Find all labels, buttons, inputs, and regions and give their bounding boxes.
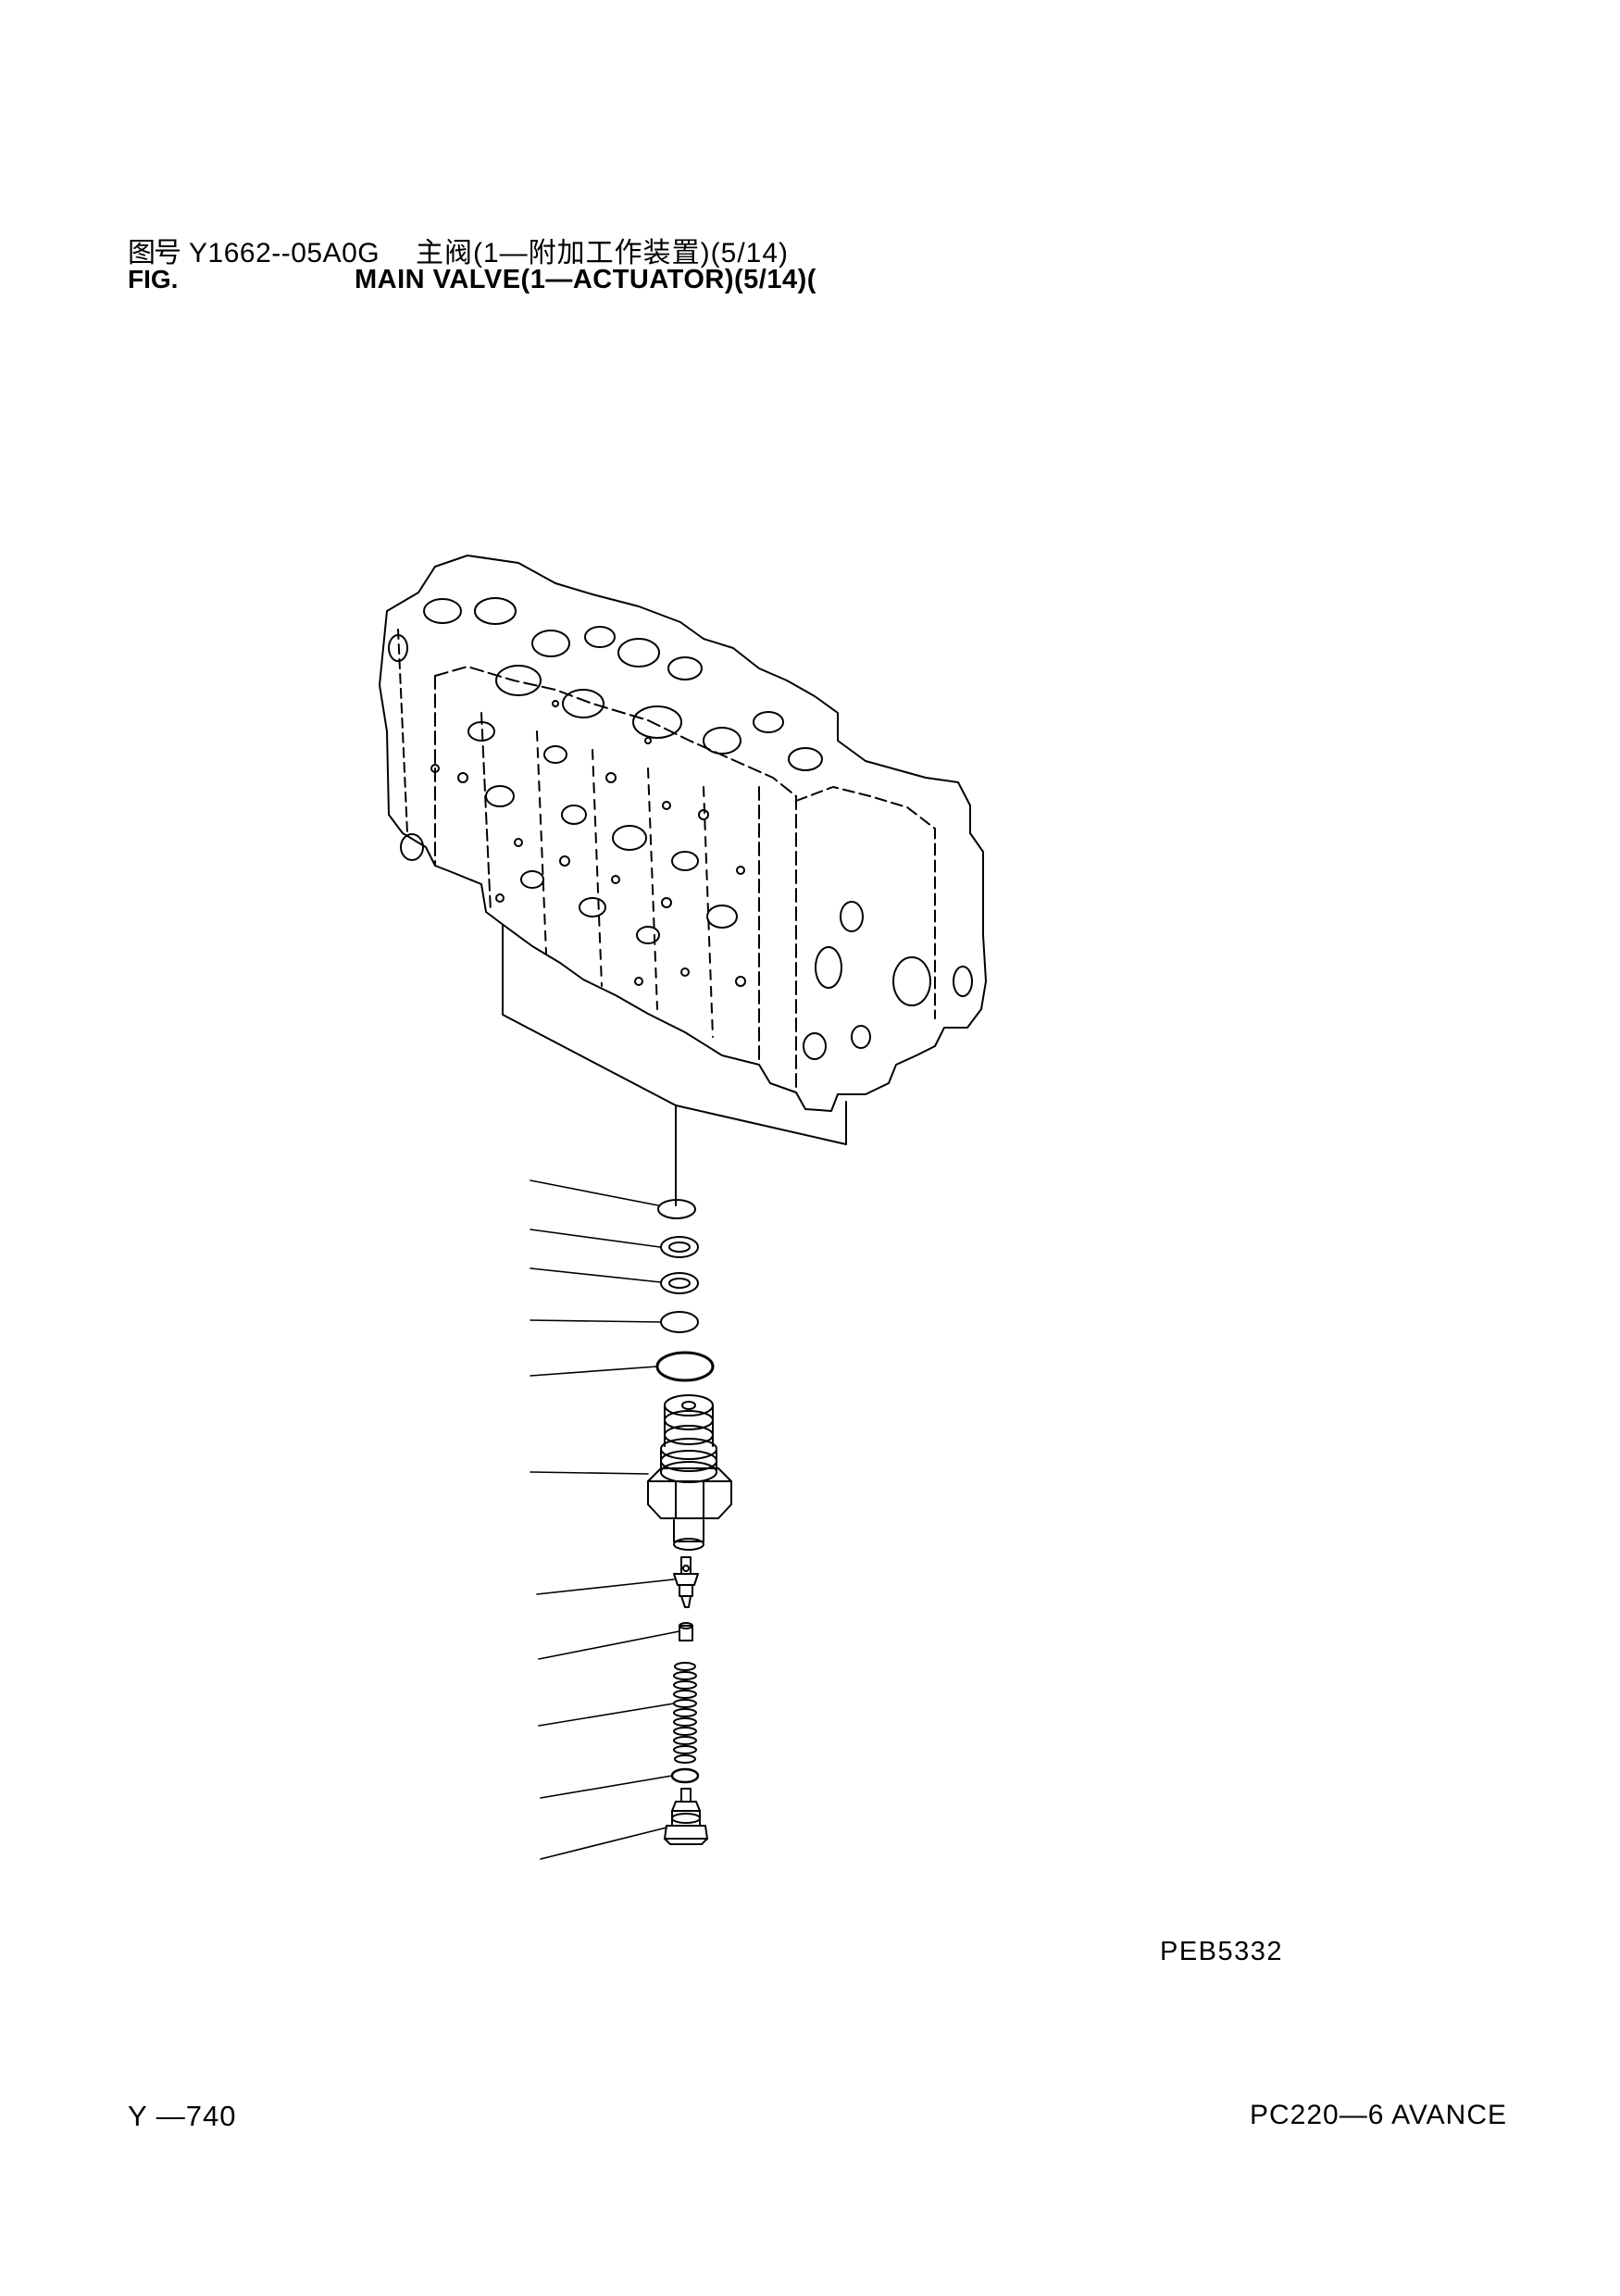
drawing-reference-code: PEB5332	[1160, 1937, 1284, 1966]
figure-title-cn: 主阀(1—附加工作装置)(5/14)	[416, 238, 790, 268]
figure-title-en: MAIN VALVE(1—ACTUATOR)(5/14)(	[355, 265, 816, 294]
backup-ring-part	[660, 1236, 699, 1258]
poppet-part	[673, 1556, 699, 1608]
main-valve-body-illustration	[379, 555, 987, 1112]
o-ring-part-2	[660, 1311, 699, 1333]
small-o-ring-part	[670, 1767, 700, 1784]
relief-valve-cartridge-part	[647, 1394, 732, 1551]
figure-number: Y1662--05A0G	[189, 238, 380, 268]
machine-model: PC220—6 AVANCE	[1250, 2100, 1508, 2130]
header-row-english: FIG. MAIN VALVE(1—ACTUATOR)(5/14)(	[128, 265, 816, 298]
adjusting-screw-part	[664, 1788, 708, 1845]
callout-leader-lines	[530, 1179, 680, 1860]
leader-bracket	[502, 925, 847, 1206]
seat-part	[679, 1622, 693, 1641]
spring-part	[673, 1662, 697, 1764]
figure-header: 图号 Y1662--05A0G 主阀(1—附加工作装置)(5/14) FIG. …	[128, 230, 816, 298]
large-o-ring-part	[655, 1351, 715, 1382]
backup-ring-part-2	[660, 1272, 699, 1294]
figure-label-en: FIG.	[128, 265, 179, 293]
page-number: Y —740	[128, 2100, 237, 2132]
header-row-chinese: 图号 Y1662--05A0G 主阀(1—附加工作装置)(5/14)	[128, 230, 816, 268]
o-ring-part	[657, 1199, 696, 1219]
figure-label-cn: 图号	[128, 238, 181, 268]
